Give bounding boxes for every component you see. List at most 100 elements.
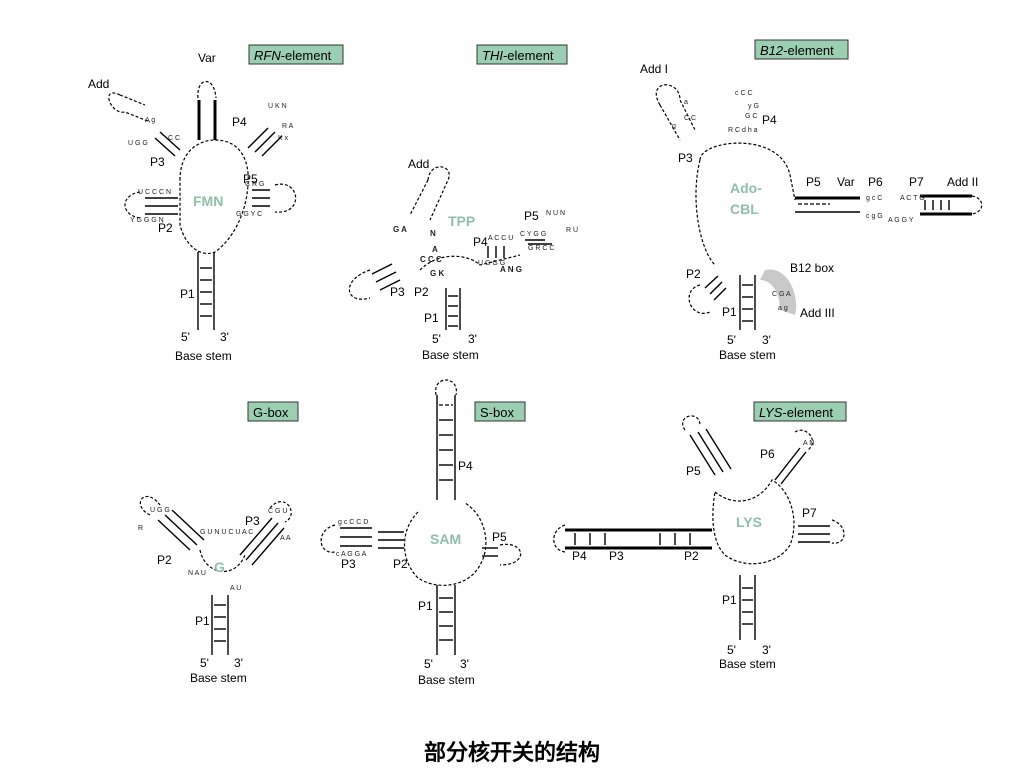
b12-title-box: B12-element — [754, 39, 849, 60]
svg-text:G R C C: G R C C — [528, 245, 554, 252]
svg-text:A N G: A N G — [500, 265, 522, 274]
b12-add1-label: Add I — [640, 62, 668, 76]
b12-base-stem-label: Base stem — [719, 348, 776, 362]
svg-text:A A: A A — [280, 535, 291, 542]
sbox-p4-top-loop — [435, 379, 457, 396]
svg-text:U G G: U G G — [150, 507, 170, 514]
rfn-p4-label: P4 — [232, 115, 247, 129]
thi-p4-label: P4 — [473, 235, 488, 249]
svg-text:C R G: C R G — [245, 181, 264, 188]
svg-text:RFN-element: RFN-element — [254, 48, 332, 63]
svg-text:G A: G A — [393, 225, 407, 234]
rfn-var-loop — [197, 80, 217, 99]
svg-text:C C: C C — [684, 115, 696, 122]
svg-text:U C C C N: U C C C N — [138, 189, 171, 196]
svg-text:A N: A N — [803, 440, 814, 447]
sbox-title: S-box — [480, 405, 514, 420]
rfn-central-loop — [179, 139, 249, 254]
thi-title-box: THI-element — [476, 44, 568, 65]
rfn-element-diagram: RFN-element FMN Var Add A gU G GC C P3 U… — [88, 44, 344, 363]
lys-p6-label: P6 — [760, 447, 775, 461]
sbox-p5-loop — [499, 543, 522, 566]
rfn-p2-loop — [124, 191, 141, 219]
svg-text:c C C: c C C — [735, 90, 753, 97]
lys-p7-loop — [831, 519, 845, 544]
svg-text:C C: C C — [168, 135, 180, 142]
lys-p6-loop — [794, 429, 814, 451]
lys-title-rest: -element — [782, 405, 833, 420]
svg-text:LYS-element: LYS-element — [759, 405, 833, 420]
svg-text:G U N U C U A C: G U N U C U A C — [200, 529, 253, 536]
svg-text:A U: A U — [230, 585, 241, 592]
gbox-base-stem-label: Base stem — [190, 671, 247, 685]
sbox-central-loop — [404, 502, 487, 586]
svg-text:C G A: C G A — [772, 291, 791, 298]
rfn-p5-loop — [274, 183, 297, 213]
sbox-base-stem-label: Base stem — [418, 673, 475, 687]
sbox-title-box: S-box — [474, 401, 526, 422]
svg-text:THI-element: THI-element — [482, 48, 554, 63]
thi-p3-loop — [348, 269, 371, 300]
lys-p7-label: P7 — [802, 506, 817, 520]
thi-p5-label: P5 — [524, 209, 539, 223]
sbox-ligand-label: SAM — [430, 531, 461, 547]
b12-p1-label: P1 — [722, 305, 737, 319]
sbox-3prime: 3' — [460, 657, 469, 671]
rfn-p2-label: P2 — [158, 221, 173, 235]
rfn-add-loop — [108, 92, 151, 123]
svg-text:R C d h a: R C d h a — [728, 127, 758, 134]
svg-text:C C C: C C C — [420, 255, 442, 264]
thi-ligand-label: TPP — [448, 213, 475, 229]
b12-p5-label: P5 — [806, 175, 821, 189]
svg-text:a g: a g — [778, 305, 788, 312]
b12-p4-label: P4 — [762, 113, 777, 127]
rfn-ligand-label: FMN — [193, 193, 223, 209]
svg-text:Y G G G N: Y G G G N — [130, 217, 164, 224]
rfn-base-stem-label: Base stem — [175, 349, 232, 363]
gbox-p2-loop — [139, 495, 161, 516]
lys-p5-loop — [682, 415, 701, 431]
sbox-p2-label: P2 — [393, 557, 408, 571]
svg-text:g c C: g c C — [866, 195, 882, 202]
svg-text:C Y G G: C Y G G — [520, 231, 546, 238]
gbox-ligand-label: G — [214, 559, 225, 575]
b12-box-label: B12 box — [790, 261, 834, 275]
lys-p3-label: P3 — [609, 549, 624, 563]
svg-text:g: g — [672, 123, 676, 130]
svg-text:G G Y C: G G Y C — [236, 211, 262, 218]
svg-text:N A U: N A U — [188, 570, 206, 577]
gbox-title: G-box — [253, 405, 289, 420]
svg-text:N: N — [430, 229, 436, 238]
rfn-title-italic: RFN — [254, 48, 281, 63]
rfn-add-label: Add — [88, 77, 109, 91]
gbox-p1-label: P1 — [195, 614, 210, 628]
sbox-diagram: S-box P4 SAM g c C C Dc A G G A P3 P2 P5… — [320, 379, 526, 687]
b12-3prime: 3' — [762, 333, 771, 347]
svg-text:c A G G A: c A G G A — [336, 551, 367, 558]
sbox-p3-label: P3 — [341, 557, 356, 571]
svg-text:K x: K x — [278, 135, 289, 142]
lys-p1-label: P1 — [722, 593, 737, 607]
gbox-diagram: G-box RU G G P2 C G UA A P3 G U N U C U … — [138, 401, 299, 685]
thi-3prime: 3' — [468, 332, 477, 346]
b12-p7-label: P7 — [909, 175, 924, 189]
lys-base-stem-label: Base stem — [719, 657, 776, 671]
sbox-p4-label: P4 — [458, 459, 473, 473]
thi-p1-label: P1 — [424, 311, 439, 325]
b12-title-italic: B12 — [760, 43, 784, 58]
gbox-p3-loop — [269, 501, 292, 523]
b12-add3-label: Add III — [800, 306, 835, 320]
svg-text:A G G Y: A G G Y — [888, 217, 914, 224]
svg-text:A C T G: A C T G — [900, 195, 925, 202]
thi-add-label: Add — [408, 157, 429, 171]
b12-add2-loop — [971, 195, 983, 215]
svg-text:g c C C D: g c C C D — [338, 519, 368, 526]
thi-5prime: 5' — [432, 332, 441, 346]
b12-add1-loop — [655, 84, 696, 141]
svg-text:G C: G C — [745, 113, 757, 120]
rfn-p3-label: P3 — [150, 155, 165, 169]
gbox-p3-label: P3 — [245, 514, 260, 528]
b12-p2-loop — [688, 284, 711, 314]
b12-title-rest: -element — [783, 43, 834, 58]
